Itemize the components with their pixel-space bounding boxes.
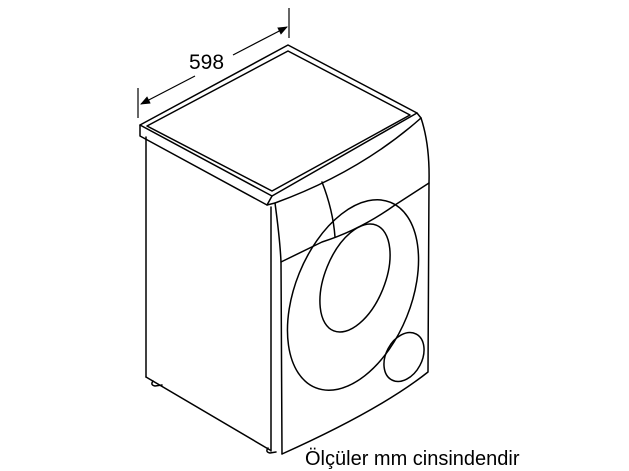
units-caption: Ölçüler mm cinsindendir [305,448,520,470]
dimension-arrow-right-icon [232,26,288,56]
foot-right-icon [266,447,277,454]
door-glass [319,223,391,333]
width-dimension: 598 [137,8,290,118]
dimension-arrow-left-icon [140,75,196,105]
side-panel [145,136,277,454]
front-panel [274,117,430,455]
top-panel [139,44,422,206]
door-outer-ring [286,199,420,391]
service-hatch [383,331,425,383]
width-dimension-label: 598 [189,51,224,74]
control-panel [280,182,430,263]
foot-left-icon [151,380,163,387]
